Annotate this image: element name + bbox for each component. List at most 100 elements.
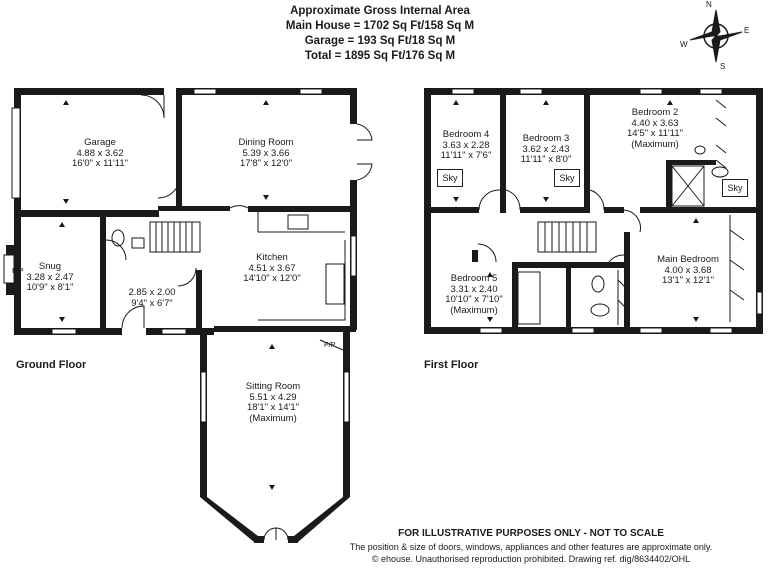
wall — [604, 207, 624, 213]
footer: FOR ILLUSTRATIVE PURPOSES ONLY - NOT TO … — [300, 528, 762, 566]
wall — [640, 207, 756, 213]
toilet — [591, 275, 605, 293]
wall — [14, 210, 159, 217]
compass-west: W — [680, 40, 688, 49]
stair-treads — [155, 222, 193, 252]
compass — [689, 9, 743, 63]
fp-label-snug: F/P — [12, 266, 24, 275]
sink — [325, 263, 345, 305]
wardrobe-doors — [715, 99, 727, 127]
skylight-ensuite: Sky — [722, 179, 748, 197]
wall — [666, 160, 716, 165]
wall — [500, 95, 506, 213]
wall — [100, 215, 106, 328]
wall — [180, 88, 356, 95]
wall — [624, 232, 630, 327]
area-garage: Garage = 193 Sq Ft/18 Sq M — [304, 35, 456, 47]
shower — [671, 165, 705, 207]
wall — [350, 88, 357, 124]
window — [639, 88, 663, 95]
wall — [512, 262, 630, 268]
wall — [248, 206, 356, 212]
wall — [200, 497, 258, 542]
window — [193, 88, 217, 95]
wall — [350, 180, 357, 212]
french-door — [275, 527, 289, 541]
stair-treads — [544, 222, 588, 252]
patio-door — [356, 163, 373, 181]
compass-north: N — [706, 0, 712, 9]
window — [343, 371, 350, 423]
area-main-house: Main House = 1702 Sq Ft/158 Sq M — [285, 20, 475, 32]
door — [477, 243, 497, 263]
wall — [431, 207, 479, 213]
toilet — [111, 229, 125, 247]
basin — [694, 145, 706, 155]
window — [709, 327, 733, 334]
wall — [288, 536, 298, 543]
disclaimer-line-1: The position & size of doors, windows, a… — [349, 541, 713, 552]
fireplace-outline — [319, 339, 344, 351]
wall — [196, 270, 202, 332]
shower-tray — [671, 165, 705, 207]
basin — [590, 303, 610, 317]
front-door — [121, 305, 145, 329]
wall — [214, 326, 356, 332]
label-ground-floor: Ground Floor — [16, 359, 87, 371]
door — [605, 254, 625, 269]
disclaimer-line-2: © ehouse. Unauthorised reproduction proh… — [371, 554, 691, 564]
window — [699, 88, 723, 95]
disclaimer: FOR ILLUSTRATIVE PURPOSES ONLY - NOT TO … — [398, 528, 664, 539]
fireplace — [3, 254, 15, 284]
wall — [158, 206, 230, 211]
wall — [424, 88, 762, 95]
markers — [59, 100, 699, 490]
window — [571, 327, 595, 334]
door — [177, 267, 197, 287]
basin — [131, 237, 145, 249]
wall — [14, 88, 164, 95]
wall — [424, 88, 431, 334]
wall — [254, 536, 264, 543]
wall — [176, 88, 182, 208]
garage-window — [11, 107, 21, 199]
area-title: Approximate Gross Internal Area — [290, 5, 470, 17]
wardrobe — [729, 215, 745, 322]
skylight-bedroom-3: Sky — [554, 169, 580, 187]
door — [229, 205, 249, 209]
wall — [512, 262, 518, 327]
basin — [711, 166, 729, 178]
window — [639, 327, 663, 334]
window — [479, 327, 503, 334]
window — [200, 371, 207, 423]
wall — [472, 250, 478, 262]
window — [451, 88, 475, 95]
wall — [520, 207, 588, 213]
fp-label-sitting: F/P — [324, 340, 336, 349]
wall — [756, 88, 763, 334]
bath — [517, 271, 541, 325]
wall — [294, 497, 350, 542]
wardrobe — [617, 270, 629, 325]
kitchen-counter — [257, 212, 346, 321]
window — [519, 88, 543, 95]
door — [505, 189, 521, 211]
french-door — [263, 527, 277, 541]
wardrobe-doors — [715, 144, 727, 169]
window — [350, 235, 357, 277]
skylight-bedroom-4: Sky — [437, 169, 463, 187]
window — [299, 88, 323, 95]
stairs — [149, 221, 201, 253]
area-total: Total = 1895 Sq Ft/176 Sq M — [304, 50, 456, 62]
window — [161, 328, 187, 335]
door — [157, 175, 181, 199]
door — [478, 189, 501, 211]
